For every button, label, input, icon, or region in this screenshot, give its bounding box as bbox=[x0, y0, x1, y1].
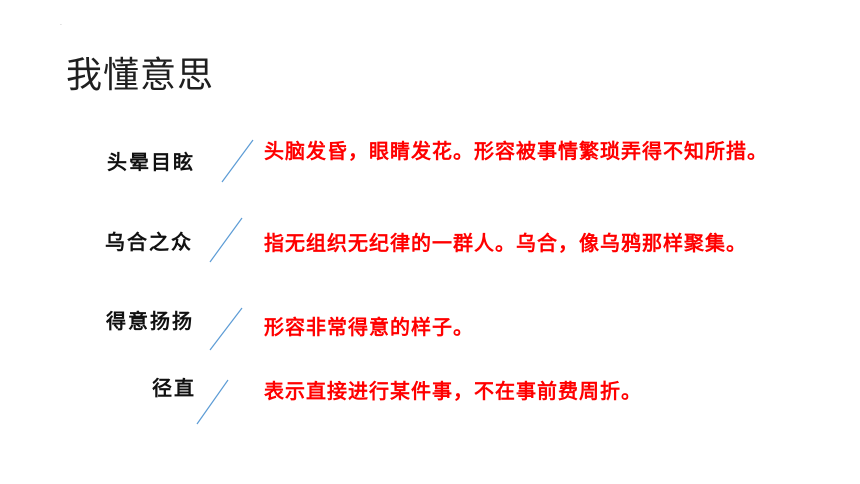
decorative-dot: · bbox=[60, 22, 62, 29]
term-3: 得意扬扬 bbox=[106, 309, 194, 333]
term-1: 头晕目眩 bbox=[107, 150, 195, 174]
definition-3: 形容非常得意的样子。 bbox=[264, 315, 474, 339]
term-2: 乌合之众 bbox=[105, 230, 193, 254]
term-4: 径直 bbox=[152, 376, 196, 400]
definition-2: 指无组织无纪律的一群人。乌合，像乌鸦那样聚集。 bbox=[264, 231, 747, 255]
definition-1: 头脑发昏，眼睛发花。形容被事情繁琐弄得不知所措。 bbox=[264, 139, 768, 163]
definition-4: 表示直接进行某件事，不在事前费周折。 bbox=[264, 379, 642, 403]
slide-title: 我懂意思 bbox=[66, 55, 215, 96]
